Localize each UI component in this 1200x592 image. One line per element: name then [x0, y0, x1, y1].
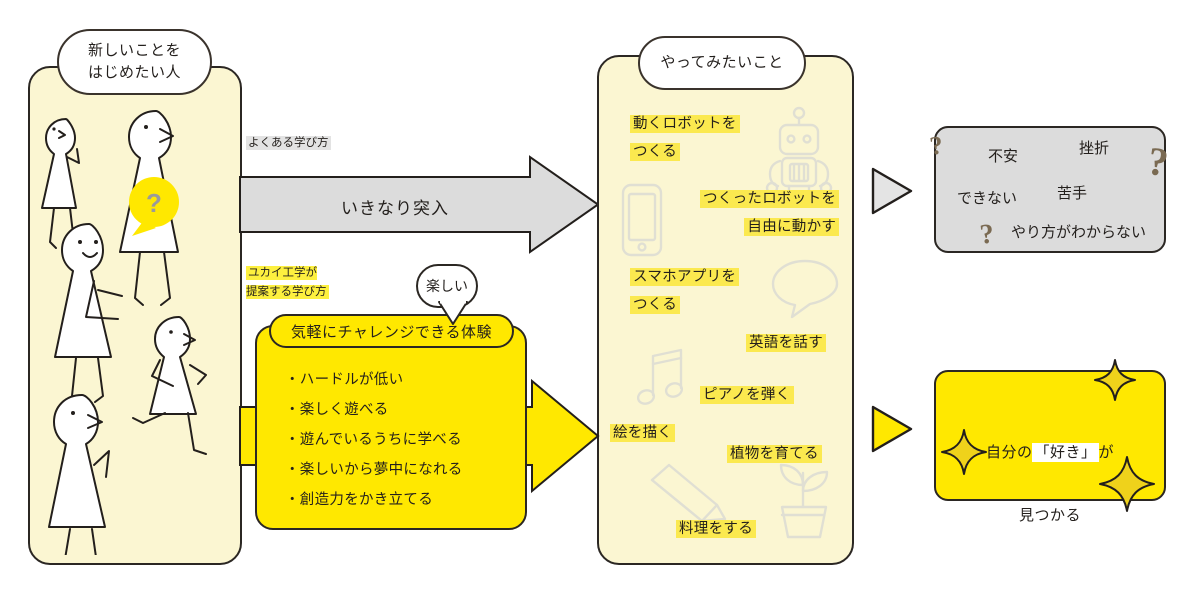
sparkle-icon [940, 428, 988, 481]
gray-arrow-label-text: よくある学び方 [246, 136, 331, 150]
wish-cook: 料理をする [676, 515, 756, 543]
negative-word-setback: 挫折 [1079, 140, 1110, 157]
potted-plant-icon [770, 455, 836, 540]
wish-text: つくったロボットを 自由に動かす [700, 190, 840, 237]
robot-icon [760, 104, 838, 204]
bubble-question-glyph: ? [146, 188, 162, 218]
left-panel-title: 新しいことを はじめたい人 [57, 29, 212, 95]
wish-make-smartphone-app: スマホアプリを つくる [630, 263, 740, 320]
gray-triangle-marker [871, 167, 913, 215]
wish-text: ピアノを弾く [700, 386, 794, 404]
wish-speak-english: 英語を話す [746, 329, 826, 357]
gray-arrow [239, 155, 600, 254]
wish-play-piano: ピアノを弾く [700, 381, 794, 409]
experience-heading: 気軽にチャレンジできる体験 [269, 314, 514, 348]
yellow-arrow-label: ユカイ工学が 提案する学び方 [246, 264, 329, 302]
positive-text-prefix: 自分の [985, 443, 1033, 461]
wish-text: 植物を育てる [727, 445, 822, 463]
gray-arrow-label: よくある学び方 [246, 134, 331, 153]
wish-text: 動くロボットを つくる [630, 115, 740, 162]
wish-text: 料理をする [676, 520, 756, 538]
wish-move-robot-freely: つくったロボットを 自由に動かす [700, 185, 840, 242]
experience-point: ・楽しいから夢中になれる [285, 462, 463, 478]
positive-result-text: 自分の「好き」が 見つかる [934, 405, 1166, 563]
fun-speech-bubble-tail [437, 300, 469, 326]
positive-text-highlight: 「好き」 [1032, 442, 1099, 462]
negative-result-panel [934, 126, 1166, 253]
experience-point: ・ハードルが低い [285, 372, 404, 388]
positive-text-suffix: が [1098, 443, 1115, 461]
smartphone-icon [620, 182, 664, 258]
experience-point: ・創造力をかき立てる [285, 492, 433, 508]
wish-grow-plants: 植物を育てる [727, 440, 822, 468]
negative-word-anxiety: 不安 [988, 148, 1019, 165]
wish-draw-picture: 絵を描く [610, 419, 676, 447]
wish-text: 英語を話す [746, 334, 826, 352]
wish-text: 絵を描く [610, 424, 676, 442]
yellow-arrow-label-text: ユカイ工学が 提案する学び方 [246, 266, 329, 299]
stick-people-illustration [34, 95, 239, 578]
music-note-icon [637, 348, 687, 408]
experience-points: ・ハードルが低い ・楽しく遊べる ・遊んでいるうちに学べる ・楽しいから夢中にな… [285, 365, 463, 515]
negative-word-dont-know-how: やり方がわからない [1011, 224, 1147, 241]
experience-point: ・遊んでいるうちに学べる [285, 432, 462, 448]
question-speech-bubble: ? [126, 176, 188, 238]
negative-word-not-good-at: 苦手 [1057, 185, 1088, 202]
middle-panel-title: やってみたいこと [638, 36, 806, 90]
experience-point: ・楽しく遊べる [285, 402, 389, 418]
negative-word-cannot-do: できない [957, 190, 1018, 207]
wish-make-moving-robot: 動くロボットを つくる [630, 110, 740, 167]
wish-text: スマホアプリを つくる [630, 268, 740, 315]
experience-box [255, 325, 527, 530]
sparkle-icon [1098, 455, 1156, 518]
sparkle-icon [1093, 358, 1137, 407]
positive-text-line2: 見つかる [1018, 506, 1081, 524]
yellow-triangle-marker [871, 405, 913, 453]
speech-bubble-icon [770, 258, 840, 320]
gray-arrow-text: いきなり突入 [341, 199, 449, 218]
